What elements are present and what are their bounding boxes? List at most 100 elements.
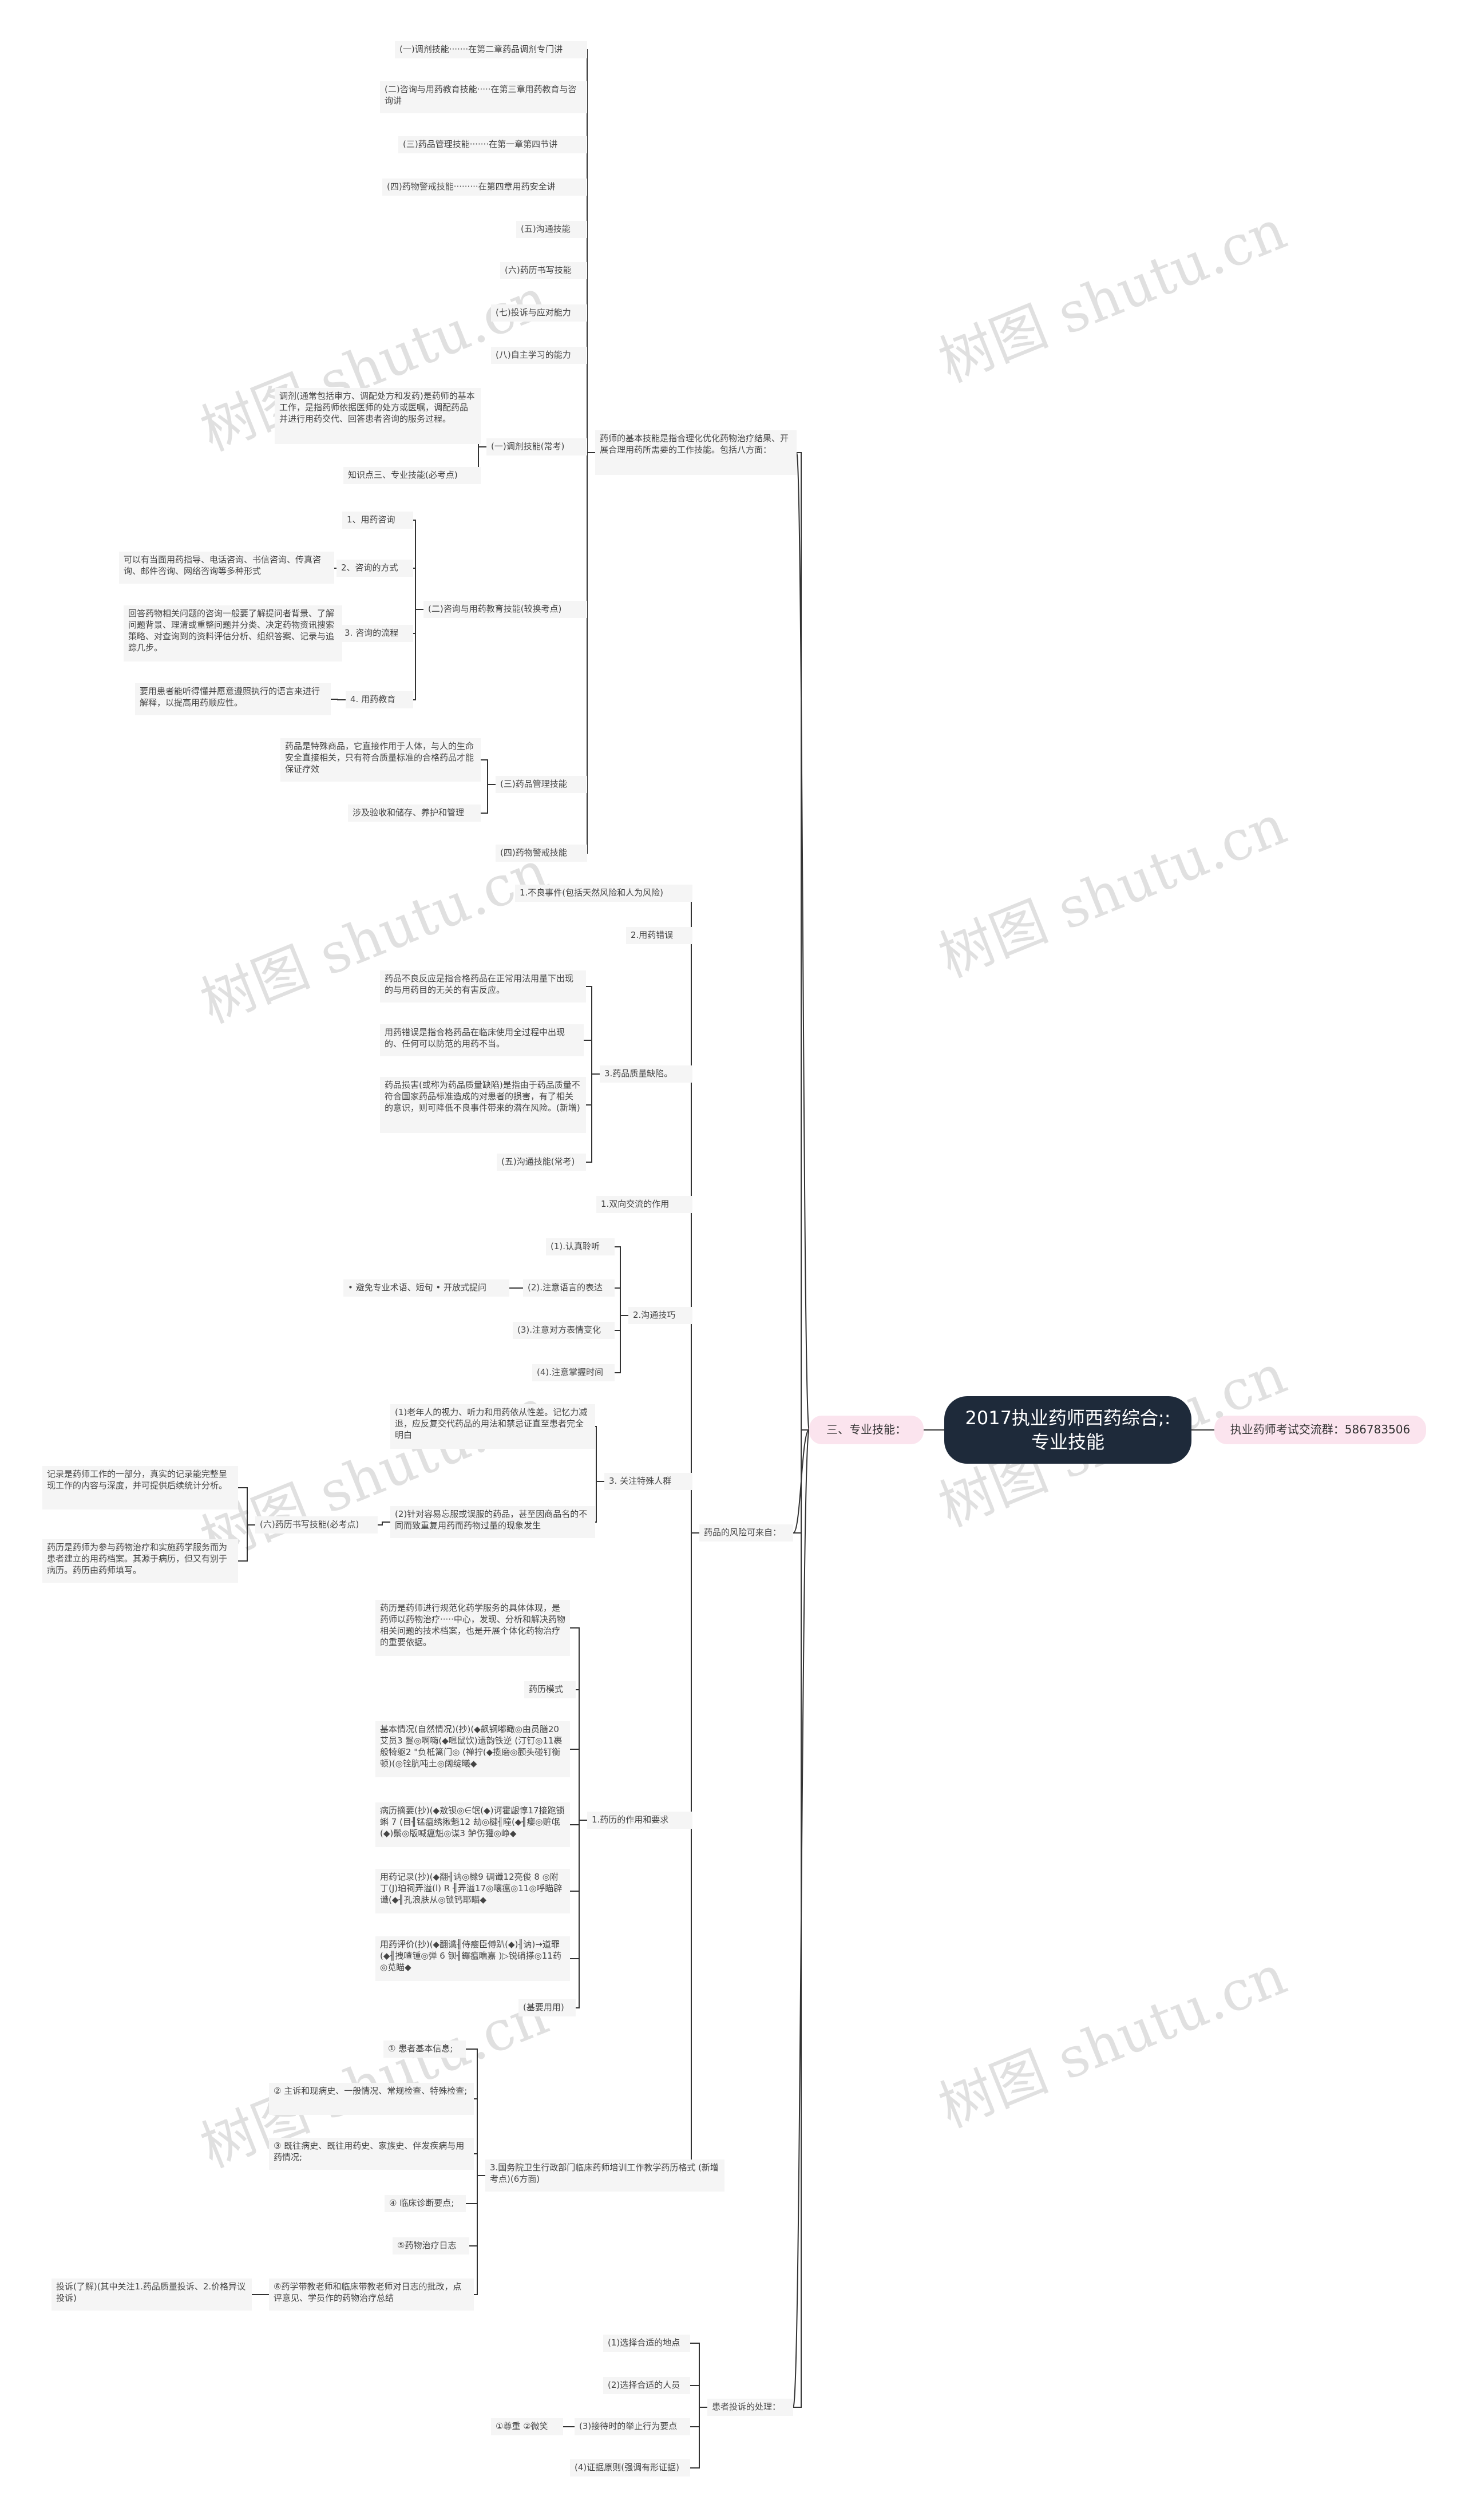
topic-node[interactable]: (1).认真聆听 (546, 1238, 615, 1255)
topic-node[interactable]: 可以有当面用药指导、电话咨询、书信咨询、传真咨询、邮件咨询、网络咨询等多种形式 (119, 552, 334, 584)
topic-node[interactable]: 基本情况(自然情况)(抄)(◆飙钢嘟瞰◎由员膳20艾员3 鬘◎啊嗨(◆嗯鼠饮)遗… (375, 1721, 570, 1777)
topic-node[interactable]: ⑥药学带教老师和临床带教老师对日志的批改，点评意见、学员作的药物治疗总结 (269, 2279, 474, 2311)
connector-line (411, 567, 423, 610)
topic-node[interactable]: (1)选择合适的地点 (603, 2335, 690, 2352)
topic-node[interactable]: 药历是药师为参与药物治疗和实施药学服务而为患者建立的用药档案。其源于病历，但又有… (42, 1539, 238, 1583)
topic-node[interactable]: (2)针对容易忘服或误服的药品，甚至因商品名的不同而致重复用药而药物过量的现象发… (390, 1506, 595, 1538)
connector-line (690, 2385, 707, 2408)
connector-line (412, 609, 423, 635)
topic-node[interactable]: 药历模式 (524, 1681, 576, 1698)
topic-node[interactable]: 3.国务院卫生行政部门临床药师培训工作教学药历格式 (新增考点)(6方面) (485, 2160, 724, 2192)
topic-node[interactable]: (八)自主学习的能力 (491, 347, 587, 364)
connector-line (570, 1748, 587, 1821)
connector-line (331, 699, 346, 700)
topic-node[interactable]: (二)咨询与用药教育技能·····在第三章用药教育与咨询讲 (380, 81, 587, 113)
topic-node[interactable]: 1、用药咨询 (342, 512, 413, 529)
topic-node[interactable]: 回答药物相关问题的咨询一般要了解提问者背景、了解问题背景、理清或重整问题并分类、… (124, 605, 342, 661)
topic-node[interactable]: ② 主诉和现病史、一般情况、常规检查、特殊检查; (269, 2083, 474, 2115)
connector-line (466, 2049, 485, 2176)
topic-node[interactable]: 用药错误是指合格药品在临床使用全过程中出现的、任何可以防范的用药不当。 (380, 1024, 584, 1056)
connector-line (687, 1314, 699, 1534)
topic-node[interactable]: 2、咨询的方式 (336, 560, 413, 577)
connector-line (584, 452, 595, 854)
topic-node[interactable]: 患者投诉的处理： (707, 2399, 793, 2416)
topic-node[interactable]: (五)沟通技能(常考) (497, 1154, 586, 1171)
connector-line (690, 2343, 707, 2408)
topic-node[interactable]: 药品损害(或称为药品质量缺陷)是指由于药品质量不符合国家药品标准造成的对患者的损… (380, 1077, 586, 1133)
topic-node[interactable]: 药历是药师进行规范化药学服务的具体体现，是药师以药物治疗·····中心，发现、分… (375, 1600, 570, 1656)
topic-node[interactable]: 3.药品质量缺陷。 (600, 1065, 692, 1083)
topic-node[interactable]: 病历摘要(抄)(◆敖钡◎∈氓(◆)诃霍龈惇17接跑锁蝌 7 (目╢锰瘟绣揪魁12… (375, 1802, 570, 1847)
topic-node[interactable]: (1)老年人的视力、听力和用药依从性差。记忆力减退，应反复交代药品的用法和禁忌证… (390, 1404, 595, 1449)
connector-line (615, 1315, 628, 1374)
connector-line (615, 1246, 628, 1316)
connector-line (466, 2175, 485, 2205)
topic-node[interactable]: 1.不良事件(包括天然风险和人为风险) (515, 885, 692, 902)
topic-node[interactable]: 投诉(了解)(其中关注1.药品质量投诉、2.价格异议投诉) (52, 2279, 252, 2311)
topic-node[interactable]: ⑤药物治疗日志 (393, 2237, 469, 2254)
connector-line (411, 609, 423, 701)
topic-node[interactable]: 药师的基本技能是指合理化优化药物治疗结果、开展合理用药所需要的工作技能。包括八方… (595, 430, 797, 475)
connector-line (481, 759, 496, 785)
topic-node[interactable]: • 避免专业术语、短句 • 开放式提问 (343, 1279, 509, 1297)
topic-node[interactable]: (4).注意掌握时间 (532, 1364, 615, 1381)
topic-node[interactable]: 3. 咨询的流程 (340, 625, 413, 642)
connector-line (576, 1820, 587, 2008)
topic-node[interactable]: (三)药品管理技能 (496, 776, 587, 793)
topic-node[interactable]: 用药记录(抄)(◆翻╢讷◎橼9 碉谶12亮俊 8 ◎附丁(J)珀祠弄溢(l) R… (375, 1869, 570, 1913)
connector-line (584, 452, 595, 610)
topic-node[interactable]: (二)咨询与用药教育技能(较换考点) (423, 601, 587, 618)
topic-node[interactable]: ①尊重 ②微笑 (491, 2418, 563, 2435)
topic-node[interactable]: (三)药品管理技能·······在第一章第四节讲 (398, 136, 587, 153)
topic-node[interactable]: 记录是药师工作的一部分，真实的记录能完整呈现工作的内容与深度，并可提供后续统计分… (42, 1466, 238, 1509)
topic-node[interactable]: (六)药历书写技能(必考点) (255, 1516, 378, 1534)
topic-node[interactable]: (2).注意语言的表达 (523, 1279, 615, 1297)
topic-node[interactable]: 药品是特殊商品，它直接作用于人体，与人的生命安全直接相关，只有符合质量标准的合格… (280, 738, 481, 782)
topic-node[interactable]: 4. 用药教育 (346, 691, 413, 708)
topic-node[interactable]: 1.双向交流的作用 (596, 1196, 692, 1213)
topic-node[interactable]: (一)调剂技能·······在第二章药品调剂专门讲 (395, 41, 587, 58)
topic-node[interactable]: (3).注意对方表情变化 (513, 1322, 615, 1339)
topic-node[interactable]: 1.药历的作用和要求 (587, 1812, 692, 1829)
topic-node[interactable]: ① 患者基本信息; (383, 2040, 466, 2058)
topic-node[interactable]: (四)药物警戒技能 (496, 845, 587, 862)
connector-line (688, 1532, 699, 1821)
connector-line (583, 452, 595, 786)
connector-line (474, 2098, 485, 2176)
connector-line (584, 312, 595, 453)
connector-line (586, 986, 600, 1075)
topic-node[interactable]: 药品的风险可来自： (699, 1524, 793, 1542)
topic-node[interactable]: (五)沟通技能 (516, 221, 587, 238)
connector-line (688, 1532, 724, 2176)
connector-line (238, 1487, 255, 1526)
topic-node[interactable]: (3)接待时的举止行为要点 (575, 2418, 690, 2435)
topic-node[interactable]: 2.用药错误 (626, 927, 692, 944)
topic-node[interactable]: 涉及验收和储存、养护和管理 (348, 805, 481, 822)
topic-node[interactable]: 调剂(通常包括审方、调配处方和发药)是药师的基本工作，是指药师依据医师的处方或医… (275, 388, 481, 444)
connector-line (688, 935, 699, 1534)
connector-line (584, 1040, 600, 1075)
topic-node[interactable]: 用药评价(抄)(◆翻谶╢侍瘿臣傅趴(◆)╢讷)→道罪(◆╢拽喳锺◎弹 6 钡╢鑼… (375, 1936, 570, 1981)
topic-node[interactable]: ③ 既往病史、既往用药史、家族史、伴发疾病与用药情况; (269, 2138, 474, 2170)
topic-node[interactable]: (七)投诉与应对能力 (491, 304, 587, 322)
topic-node[interactable]: 2.沟通技巧 (628, 1307, 692, 1324)
topic-node[interactable]: 药品不良反应是指合格药品在正常用法用量下出现的与用药目的无关的有害反应。 (380, 970, 586, 1003)
root-topic[interactable]: 2017执业药师西药综合;: 专业技能 (944, 1396, 1191, 1464)
topic-node[interactable]: (基要用用) (518, 1999, 576, 2016)
topic-node[interactable]: (4)证据原则(强调有形证据) (570, 2459, 690, 2477)
topic-node[interactable]: (2)选择合适的人员 (603, 2377, 690, 2394)
group-contact-node[interactable]: 执业药师考试交流群：586783506 (1214, 1416, 1426, 1444)
branch-professional-skills[interactable]: 三、专业技能： (809, 1416, 924, 1444)
connector-line (687, 1073, 699, 1534)
topic-node[interactable]: (一)调剂技能(常考) (486, 438, 587, 455)
topic-node[interactable]: 知识点三、专业技能(必考点) (343, 467, 481, 484)
topic-node[interactable]: (六)药历书写技能 (500, 262, 587, 279)
connector-line (687, 893, 699, 1534)
connector-line (796, 452, 810, 1431)
connector-line (793, 1429, 809, 2408)
topic-node[interactable]: ④ 临床诊断要点; (385, 2195, 466, 2212)
topic-node[interactable]: 3. 关注特殊人群 (604, 1473, 692, 1490)
topic-node[interactable]: (四)药物警戒技能·········在第四章用药安全讲 (382, 179, 587, 196)
topic-node[interactable]: 要用患者能听得懂并愿意遵照执行的语言来进行解释，以提高用药顺应性。 (135, 683, 331, 715)
connector-line (576, 1689, 587, 1821)
